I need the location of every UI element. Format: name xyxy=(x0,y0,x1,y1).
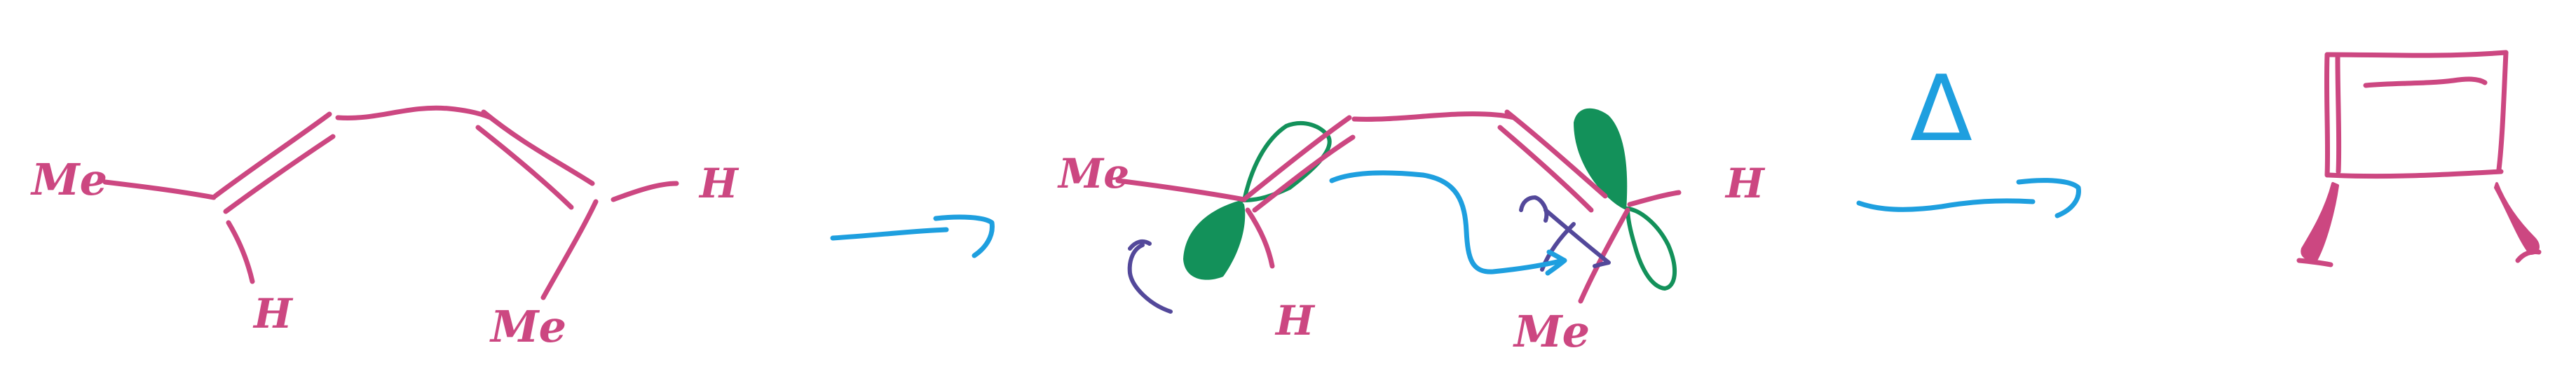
product-ring-bottom xyxy=(2326,169,2504,179)
reactant-h-bond-right xyxy=(611,181,679,202)
reactant-me-label-bottom: Me xyxy=(489,301,566,352)
heat-label: Δ xyxy=(1910,55,1972,162)
product-ring-top xyxy=(2324,50,2509,58)
reactant-h-bond-left xyxy=(226,220,255,284)
reactant-me-label-left: Me xyxy=(30,154,107,205)
curly-arrow-left-rotation xyxy=(1127,239,1173,314)
ts-me-bond-right xyxy=(1578,207,1630,304)
ts-central-bond xyxy=(1351,111,1517,122)
ts-h-label-bottom: H xyxy=(1274,297,1316,344)
ts-h-label-right: H xyxy=(1724,160,1766,207)
ts-partial-bond-right-a xyxy=(1504,109,1608,199)
reactant-h-label-bottom: H xyxy=(252,290,294,337)
ts-partial-bond-left-b xyxy=(1252,134,1356,213)
ts-h-bond-left xyxy=(1245,207,1275,269)
product-methyl-line-right xyxy=(2515,249,2542,263)
product-methyl-wedge-left xyxy=(2301,182,2339,261)
reactant-double-bond-right-a xyxy=(481,109,595,186)
reactant-diene xyxy=(102,105,679,300)
right-orbital-lobe-filled xyxy=(1574,108,1628,210)
product-methyl-wedge-right xyxy=(2494,182,2540,255)
curly-arrow-right-rotation xyxy=(1519,195,1611,268)
bond-forming-arrow xyxy=(1329,170,1567,276)
ts-me-label-bottom: Me xyxy=(1513,306,1590,357)
reactant-double-bond-left-a xyxy=(212,111,332,199)
ts-partial-bond-right-b xyxy=(1497,125,1594,213)
product-cyclobutene xyxy=(2324,50,2509,179)
reactant-me-bond-right xyxy=(540,199,599,300)
right-p-orbital xyxy=(1574,108,1677,291)
product-ring-left xyxy=(2324,52,2331,178)
reactant-double-bond-right-b xyxy=(475,125,574,210)
ts-me-bond-left xyxy=(1115,178,1247,202)
forward-arrow-2 xyxy=(1856,178,2081,218)
ts-me-label-left: Me xyxy=(1057,150,1129,197)
product-ring-right xyxy=(2496,50,2509,172)
reactant-double-bond-left-b xyxy=(223,134,336,214)
ts-skeleton xyxy=(1115,109,1682,304)
left-orbital-lobe-filled xyxy=(1183,200,1246,280)
reactant-h-label-right: H xyxy=(698,160,740,207)
ts-partial-bond-left-a xyxy=(1243,115,1352,200)
product-ring-left-inner xyxy=(2335,55,2342,174)
reactant-me-bond-left xyxy=(102,179,217,200)
product-ring-top-inner xyxy=(2363,76,2488,88)
forward-arrow-1 xyxy=(830,214,995,258)
product-methyl-line-left xyxy=(2296,258,2333,267)
right-orbital-lobe-open xyxy=(1625,206,1677,291)
ts-h-bond-right xyxy=(1627,190,1682,207)
reactant-central-single-bond xyxy=(335,105,493,120)
